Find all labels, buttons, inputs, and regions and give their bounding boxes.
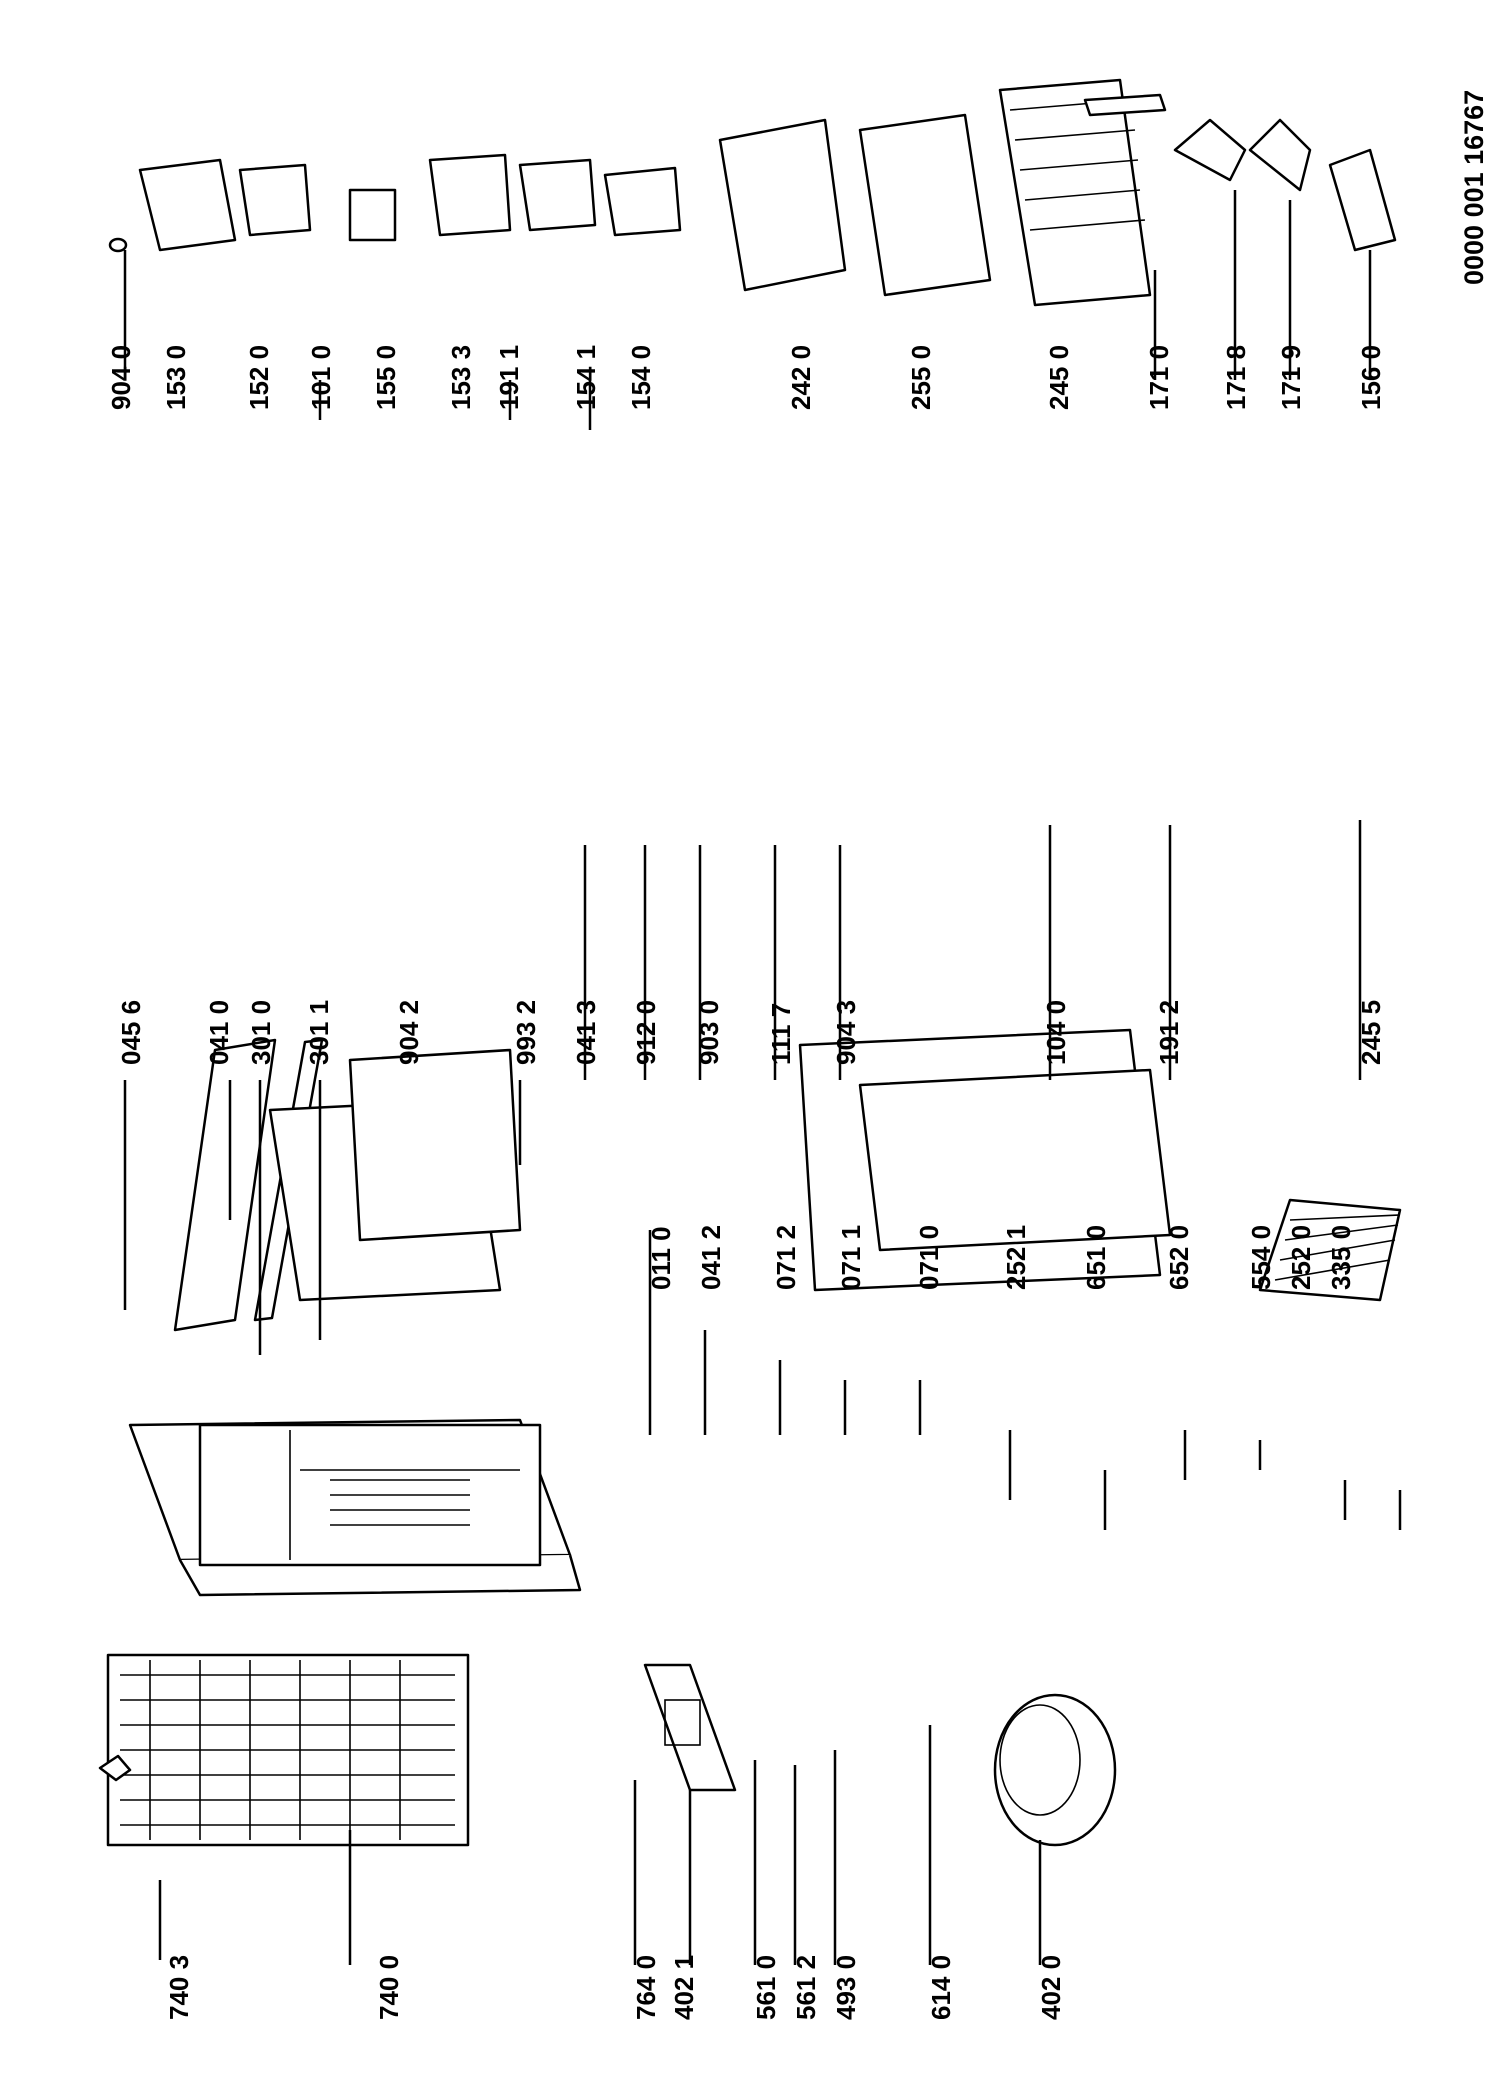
part-label: 561 2 [791, 1955, 821, 2020]
door-shelf-parts [108, 78, 1397, 307]
part-label: 301 1 [304, 1000, 334, 1065]
part-label: 402 1 [669, 1955, 699, 2020]
part-label: 335 0 [1326, 1225, 1356, 1290]
part-label: 651 0 [1081, 1225, 1111, 1290]
part-label: 153 3 [446, 345, 476, 410]
part-label: 561 0 [751, 1955, 781, 2020]
part-label: 904 3 [831, 1000, 861, 1065]
part-labels: 740 3 740 0 764 0 402 1 561 0 561 2 493 … [106, 345, 1386, 2020]
part-label: 912 0 [631, 1000, 661, 1065]
part-label: 245 5 [1356, 1000, 1386, 1065]
part-label: 171 9 [1276, 345, 1306, 410]
part-label: 904 2 [394, 1000, 424, 1065]
part-label: 045 6 [116, 1000, 146, 1065]
condenser-coil-740-0 [106, 1653, 470, 1847]
part-label: 041 3 [571, 1000, 601, 1065]
leader-lines [123, 190, 1402, 1965]
part-label: 154 0 [626, 345, 656, 410]
part-label: 764 0 [631, 1955, 661, 2020]
part-label: 071 2 [771, 1225, 801, 1290]
part-label: 402 0 [1036, 1955, 1066, 2020]
part-label: 071 0 [914, 1225, 944, 1290]
part-label: 155 0 [371, 345, 401, 410]
part-label: 041 2 [696, 1225, 726, 1290]
part-label: 652 0 [1164, 1225, 1194, 1290]
part-label: 156 0 [1356, 345, 1386, 410]
part-label: 245 0 [1044, 345, 1074, 410]
part-label: 993 2 [511, 1000, 541, 1065]
part-label: 554 0 [1246, 1225, 1276, 1290]
part-label: 011 0 [646, 1226, 676, 1290]
part-label: 904 0 [106, 345, 136, 410]
part-label: 252 1 [1001, 1225, 1031, 1290]
part-label: 740 0 [374, 1955, 404, 2020]
part-label: 191 2 [1154, 1000, 1184, 1065]
part-label: 255 0 [906, 345, 936, 410]
part-label: 191 1 [494, 345, 524, 410]
main-door-104-0 [798, 1028, 1172, 1292]
part-label: 614 0 [926, 1955, 956, 2020]
part-label: 252 0 [1286, 1225, 1316, 1290]
part-label: 154 1 [571, 345, 601, 410]
part-label: 903 0 [694, 1000, 724, 1065]
compressor-402-0 [993, 1693, 1117, 1847]
part-label: 041 0 [204, 1000, 234, 1065]
part-label: 153 0 [161, 345, 191, 410]
drip-tray-402-1 [643, 1663, 737, 1792]
part-label: 104 0 [1041, 1000, 1071, 1065]
part-label: 101 0 [306, 345, 336, 410]
part-label: 740 3 [164, 1955, 194, 2020]
part-label: 071 1 [836, 1225, 866, 1290]
door-frame-101-0 [268, 1048, 522, 1302]
part-label: 242 0 [786, 345, 816, 410]
cabinet-body [128, 1418, 582, 1597]
part-label: 171 8 [1221, 345, 1251, 410]
part-label: 171 0 [1144, 345, 1174, 410]
part-label: 111 7 [766, 1003, 796, 1065]
document-number: 0000 001 16767 [1459, 90, 1489, 285]
wire-basket-245-5 [1258, 1198, 1402, 1302]
bracket-740-3 [98, 1754, 132, 1782]
part-label: 493 0 [831, 1955, 861, 2020]
part-label: 301 0 [246, 1000, 276, 1065]
part-label: 152 0 [244, 345, 274, 410]
